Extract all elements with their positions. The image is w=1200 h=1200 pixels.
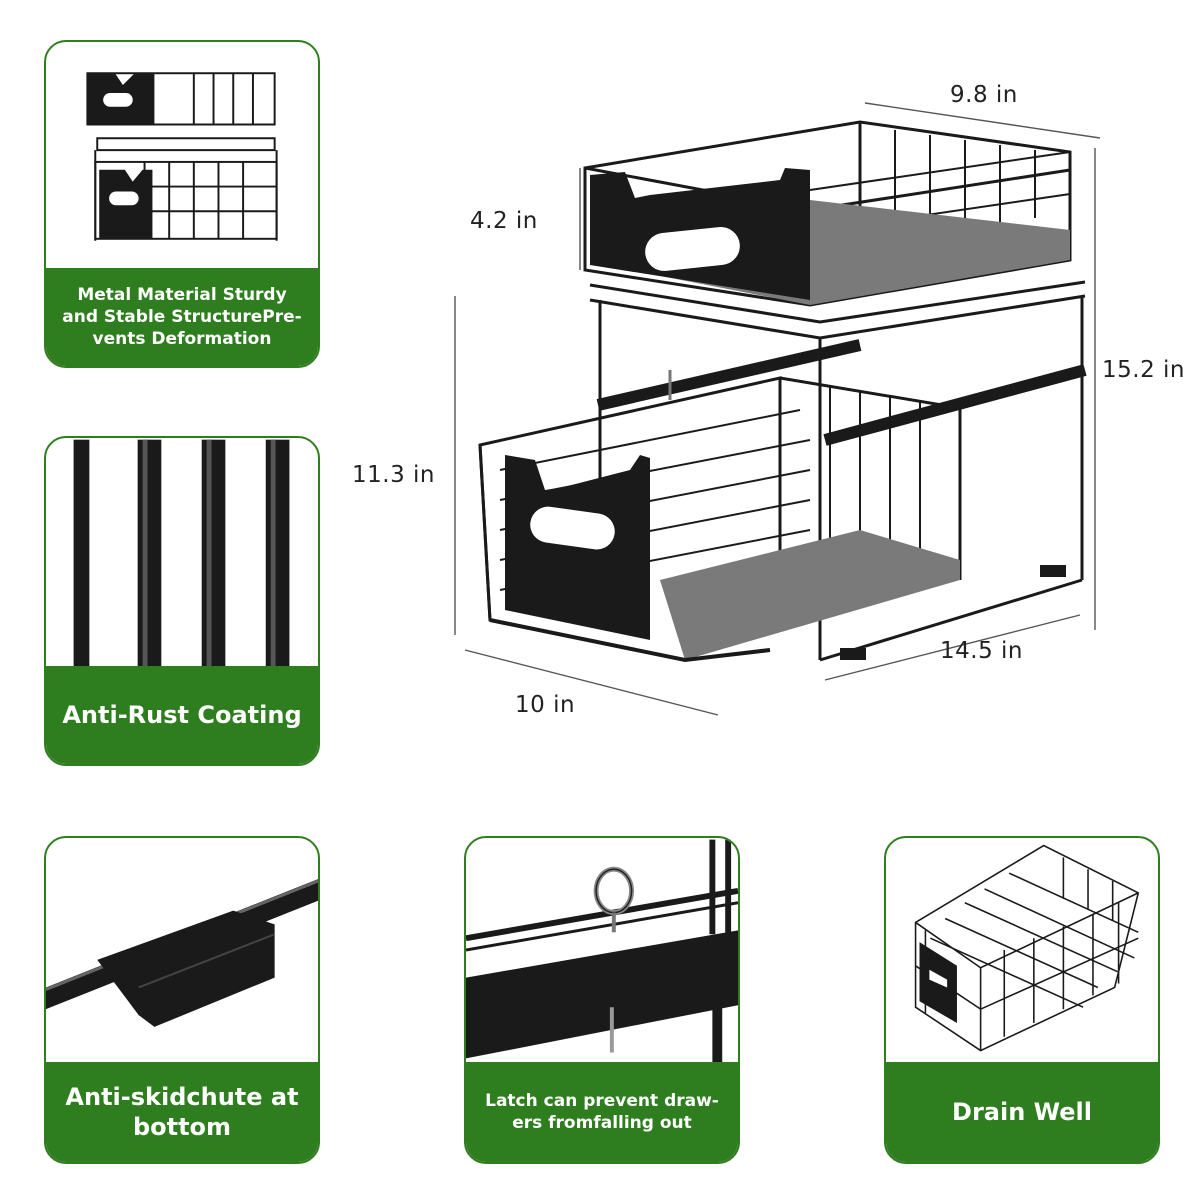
dimension-depth: 14.5 in — [940, 638, 1023, 664]
feature-label-latch: Latch can prevent draw-ers fromfalling o… — [466, 1062, 738, 1162]
feature-card-latch: Latch can prevent draw-ers fromfalling o… — [464, 836, 740, 1164]
feature-label-drain: Drain Well — [886, 1062, 1158, 1162]
feature-text: Latch can prevent draw-ers fromfalling o… — [485, 1091, 719, 1133]
feature-card-anti-skid: Anti-skidchute at bottom — [44, 836, 320, 1164]
feature-card-sturdy: Metal Material Sturdy and Stable Structu… — [44, 40, 320, 368]
organizer-product-illustration: 9.8 in 4.2 in 15.2 in 11.3 in 14.5 in 10… — [340, 60, 1200, 740]
feature-card-anti-rust: Anti-Rust Coating — [44, 436, 320, 766]
metal-bars-closeup-icon — [46, 438, 318, 670]
dimension-drawer-height: 4.2 in — [470, 208, 538, 234]
feature-text: Anti-skidchute at bottom — [65, 1083, 299, 1141]
feature-text: Metal Material Sturdy and Stable Structu… — [62, 285, 302, 349]
two-tier-organizer-thumbnail-icon — [46, 42, 318, 272]
wire-basket-drain-icon — [886, 838, 1158, 1066]
dimension-total-height: 15.2 in — [1102, 357, 1185, 383]
two-tier-organizer-icon — [454, 102, 1101, 716]
dimension-lower-height: 11.3 in — [352, 462, 435, 488]
feature-text: Drain Well — [952, 1098, 1092, 1126]
feature-label-sturdy: Metal Material Sturdy and Stable Structu… — [46, 268, 318, 366]
feature-label-anti-rust: Anti-Rust Coating — [46, 666, 318, 764]
latch-ring-closeup-icon — [466, 838, 738, 1066]
feature-card-drain: Drain Well — [884, 836, 1160, 1164]
feature-text: Anti-Rust Coating — [62, 701, 302, 729]
feature-label-anti-skid: Anti-skidchute at bottom — [46, 1062, 318, 1162]
anti-skid-rail-closeup-icon — [46, 838, 318, 1066]
dimension-width: 9.8 in — [950, 82, 1018, 108]
dimension-front-width: 10 in — [515, 692, 576, 718]
